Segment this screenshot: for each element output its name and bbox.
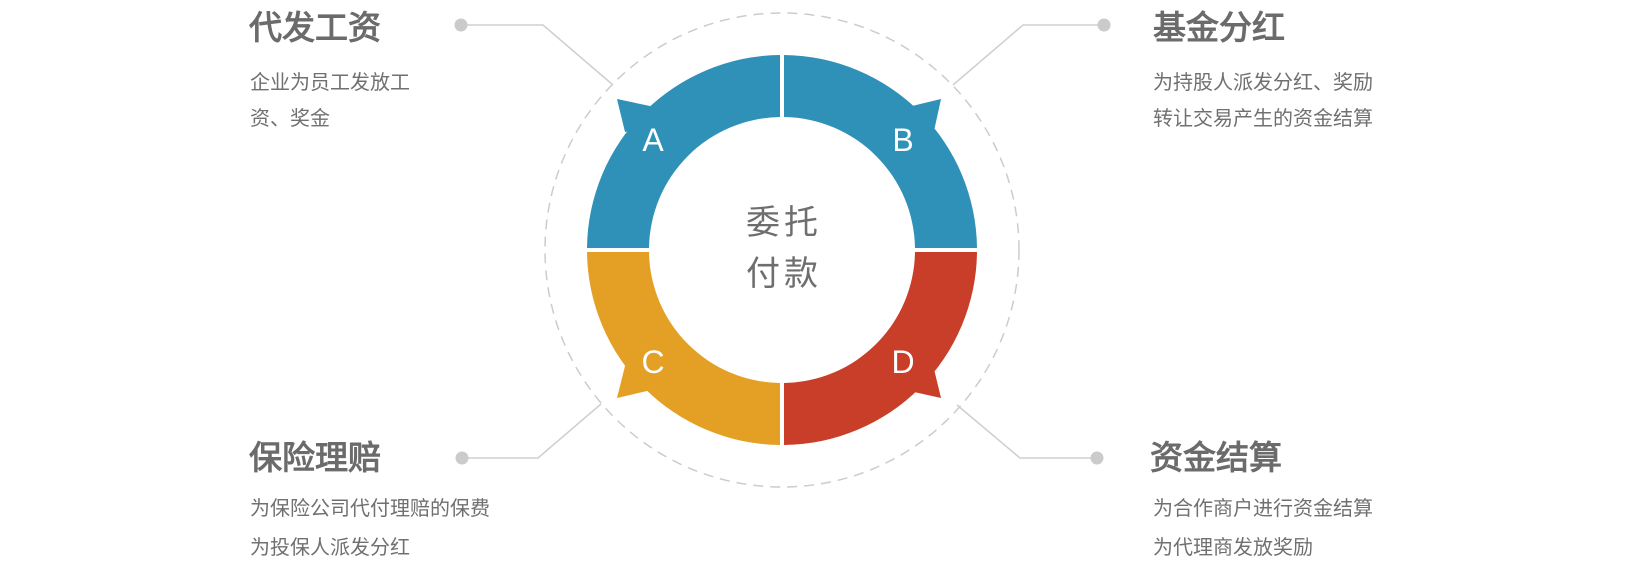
segment-d: D xyxy=(784,252,977,445)
connector-dot xyxy=(1090,451,1104,465)
item-desc-line: 为持股人派发分红、奖励 xyxy=(1153,70,1373,94)
item-bottom-left: 保险理赔 为保险公司代付理赔的保费 为投保人派发分红 xyxy=(249,438,490,559)
connector-bottom-left xyxy=(455,403,602,465)
item-bottom-right: 资金结算 为合作商户进行资金结算 为代理商发放奖励 xyxy=(1150,438,1373,559)
arrow-barb xyxy=(617,366,660,398)
item-desc-line: 企业为员工发放工 xyxy=(250,70,410,94)
segment-c: C xyxy=(587,252,780,445)
item-title: 保险理赔 xyxy=(249,438,381,477)
connector-dot xyxy=(1097,18,1111,32)
connector-dot xyxy=(454,18,468,32)
connector-bottom-right xyxy=(956,404,1104,465)
dashed-outer-ring xyxy=(544,12,1020,488)
connector-top-right xyxy=(952,18,1111,86)
connector-top-left xyxy=(454,18,614,86)
ring-segment-shape xyxy=(587,252,780,445)
segment-a-label: A xyxy=(642,122,664,158)
ring-segment-shape xyxy=(784,55,977,248)
item-desc-line: 为保险公司代付理赔的保费 xyxy=(250,496,490,520)
item-top-right: 基金分红 为持股人派发分红、奖励 转让交易产生的资金结算 xyxy=(1153,8,1373,130)
item-title: 代发工资 xyxy=(248,8,381,47)
item-desc-line: 为代理商发放奖励 xyxy=(1153,535,1313,559)
arrow-barb xyxy=(900,369,941,398)
ring-segment-shape xyxy=(784,252,977,445)
arrow-barb xyxy=(617,99,660,132)
segment-a: A xyxy=(587,55,780,248)
segment-b-label: B xyxy=(892,122,913,158)
arrow-barb xyxy=(900,99,941,131)
segment-d-label: D xyxy=(891,344,914,380)
segment-c-label: C xyxy=(641,344,664,380)
item-desc-line: 为合作商户进行资金结算 xyxy=(1153,496,1373,520)
item-title: 资金结算 xyxy=(1150,438,1282,477)
item-desc-line: 资、奖金 xyxy=(250,106,330,130)
item-title: 基金分红 xyxy=(1153,8,1285,47)
ring-segment-shape xyxy=(587,55,780,248)
item-desc-line: 转让交易产生的资金结算 xyxy=(1153,106,1373,130)
segment-b: B xyxy=(784,55,977,248)
center-title-line1: 委托 xyxy=(746,203,822,243)
item-desc-line: 为投保人派发分红 xyxy=(250,535,410,559)
item-top-left: 代发工资 企业为员工发放工 资、奖金 xyxy=(248,8,410,130)
center-title-line2: 付款 xyxy=(746,254,822,294)
connector-dot xyxy=(455,451,469,465)
